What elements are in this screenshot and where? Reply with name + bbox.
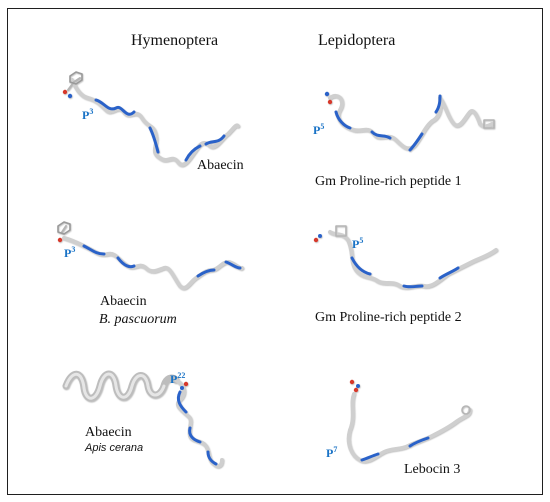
label-abaecin-b-pascuorum: Abaecin	[100, 294, 147, 309]
column-title-lepidoptera: Lepidoptera	[318, 32, 396, 49]
position-tag-lebocin-3: P7	[326, 445, 338, 461]
label-abaecin: Abaecin	[197, 158, 244, 173]
structure-gm-proline-rich-peptide-2	[313, 225, 498, 290]
column-title-hymenoptera: Hymenoptera	[131, 32, 219, 49]
label-b-pascuorum: B. pascuorum	[99, 312, 177, 327]
position-tag-abaecin-b-pascuorum: P3	[64, 245, 76, 261]
position-tag-abaecin-apis-cerana: P22	[170, 371, 186, 387]
position-tag-abaecin: P3	[82, 107, 94, 123]
label-gm-prp-1: Gm Proline-rich peptide 1	[315, 174, 462, 189]
structure-lebocin-3	[346, 379, 472, 463]
position-tag-gm-prp-1: P5	[313, 122, 325, 138]
label-lebocin-3: Lebocin 3	[404, 462, 461, 477]
label-abaecin-apis-cerana: Abaecin	[85, 425, 132, 440]
structure-abaecin	[62, 71, 240, 167]
structure-gm-proline-rich-peptide-1	[324, 91, 495, 152]
position-tag-gm-prp-2: P5	[352, 236, 364, 252]
structure-abaecin-apis-cerana	[62, 370, 224, 469]
label-apis-cerana: Apis cerana	[85, 442, 144, 454]
label-gm-prp-2: Gm Proline-rich peptide 2	[315, 310, 462, 325]
structure-abaecin-b-pascuorum	[57, 221, 244, 290]
